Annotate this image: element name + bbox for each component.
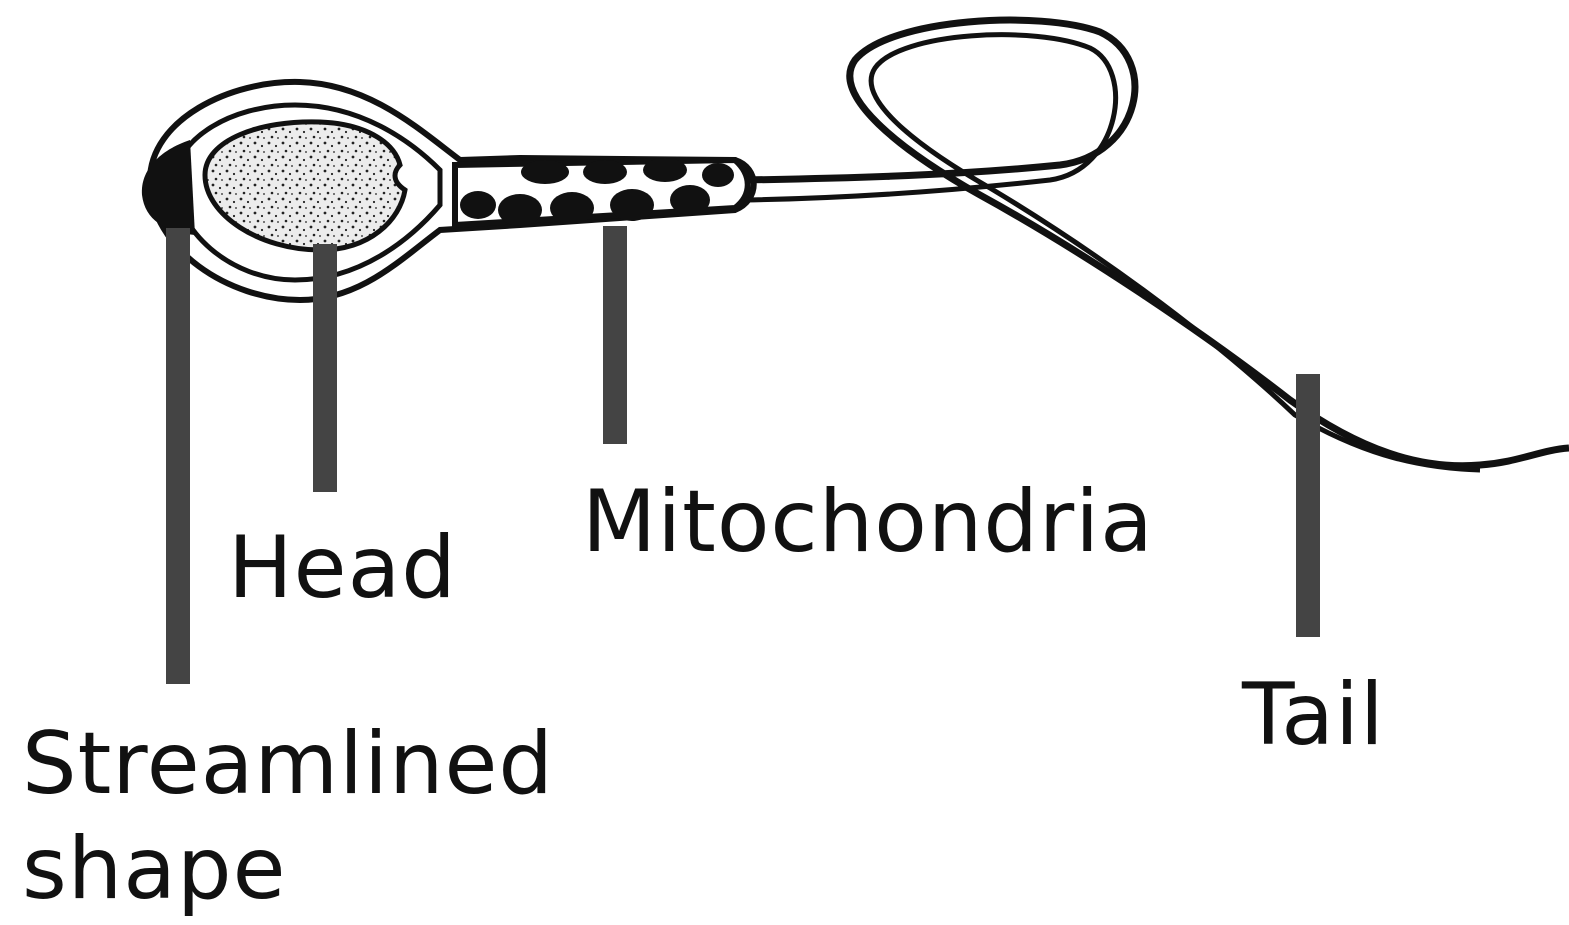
tail-outer bbox=[745, 20, 1569, 466]
label-tail: Tail bbox=[1242, 663, 1385, 768]
label-streamlined-line1: Streamlined bbox=[22, 712, 554, 817]
label-streamlined-line2: shape bbox=[22, 817, 554, 922]
label-streamlined-shape: Streamlined shape bbox=[22, 712, 554, 922]
label-head: Head bbox=[228, 516, 457, 621]
pointer-head bbox=[313, 244, 337, 492]
acrosome-cap bbox=[142, 140, 195, 235]
pointer-tail bbox=[1296, 374, 1320, 637]
label-mitochondria: Mitochondria bbox=[582, 470, 1154, 575]
nucleus bbox=[205, 122, 405, 250]
pointer-streamlined bbox=[166, 228, 190, 684]
pointer-mitochondria bbox=[603, 226, 627, 444]
